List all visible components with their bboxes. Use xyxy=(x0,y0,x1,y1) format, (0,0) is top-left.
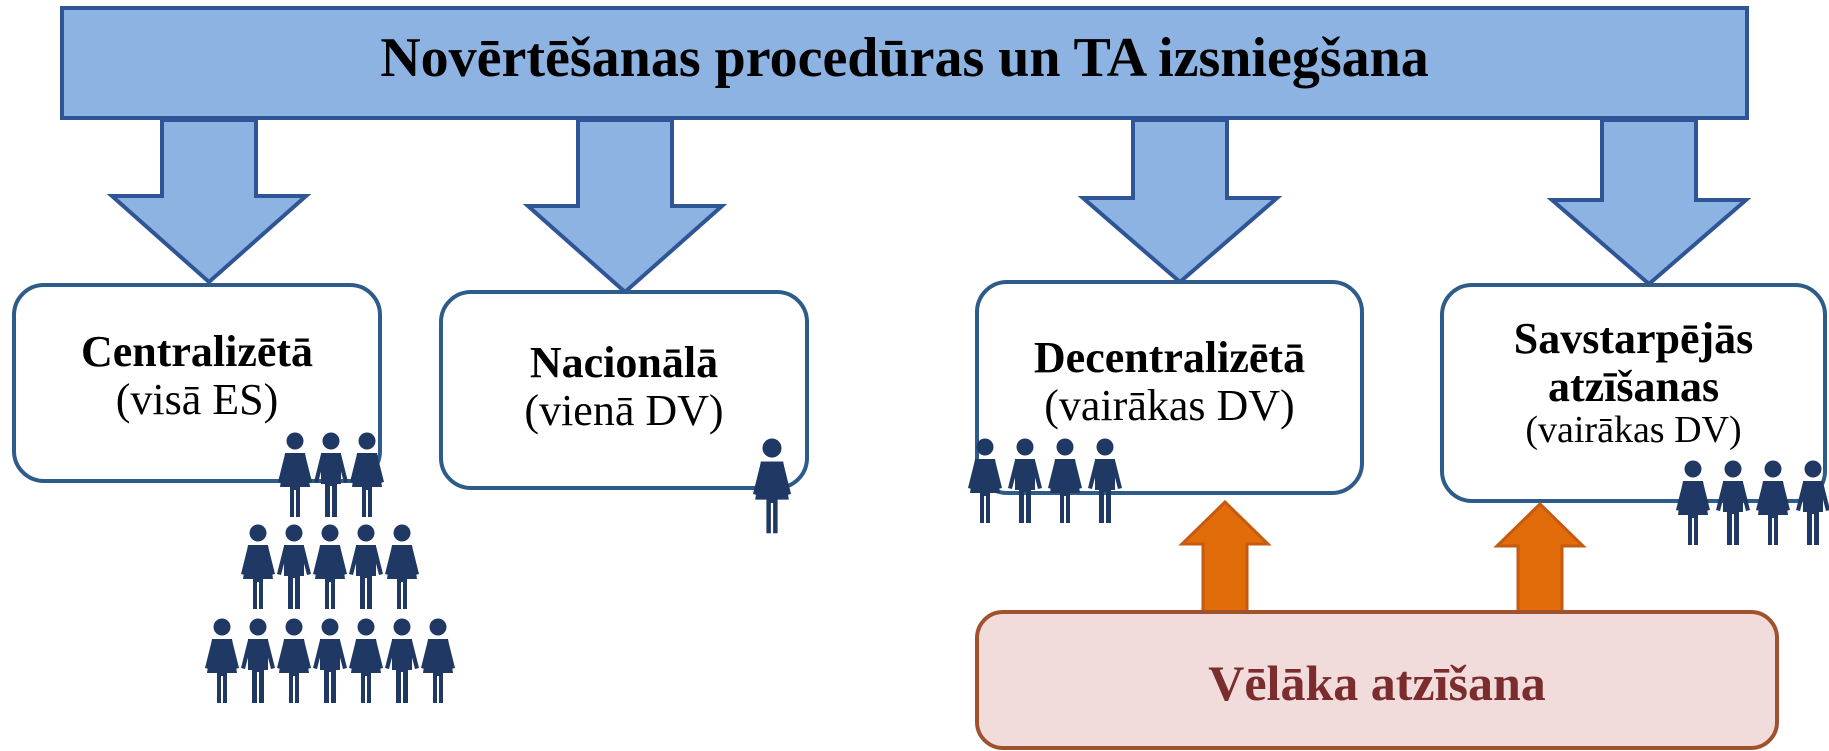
person-icon xyxy=(313,618,347,703)
box-mutual-text: Savstarpējās atzīšanas (vairākas DV) xyxy=(1442,315,1825,451)
box-national xyxy=(439,290,809,490)
up-arrow-to-mutual xyxy=(1493,501,1587,616)
person-female-icon xyxy=(1048,438,1082,523)
box-national-title: Nacionālā xyxy=(529,338,719,387)
person-female-icon xyxy=(968,438,1002,523)
person-female-icon xyxy=(349,618,383,703)
down-arrow-decentralized xyxy=(1077,118,1283,285)
person-female-icon xyxy=(1676,460,1710,545)
person-icon xyxy=(277,524,311,609)
person-icon xyxy=(1088,438,1122,523)
title-banner xyxy=(60,6,1749,120)
box-national-subtitle: (vienā DV) xyxy=(524,385,724,435)
box-centralized-text: Centralizētā (visā ES) xyxy=(14,328,380,423)
page-title: Novērtēšanas procedūras un TA izsniegšan… xyxy=(380,27,1429,89)
later-recognition-box xyxy=(975,610,1779,750)
person-female-icon xyxy=(350,432,384,517)
down-arrow-mutual xyxy=(1546,118,1752,287)
box-mutual-title-line1: Savstarpējās xyxy=(1513,314,1754,363)
person-icon xyxy=(314,432,348,517)
box-centralized-title: Centralizētā xyxy=(80,327,314,376)
person-female-icon xyxy=(313,524,347,609)
person-icon xyxy=(349,524,383,609)
person-icon xyxy=(1716,460,1750,545)
person-female-icon xyxy=(421,618,455,703)
box-national-text: Nacionālā (vienā DV) xyxy=(441,339,807,434)
person-female-icon xyxy=(205,618,239,703)
up-arrow-to-decentralized xyxy=(1178,499,1272,616)
later-recognition-label: Vēlāka atzīšana xyxy=(1208,655,1546,711)
box-centralized-subtitle: (visā ES) xyxy=(115,374,279,424)
person-icon xyxy=(1796,460,1829,545)
person-female-icon xyxy=(278,432,312,517)
person-icon xyxy=(1008,438,1042,523)
person-female-icon xyxy=(752,438,792,534)
box-decentralized-subtitle: (vairākas DV) xyxy=(1044,380,1295,430)
box-centralized xyxy=(12,283,382,483)
person-female-icon xyxy=(385,524,419,609)
box-decentralized-text: Decentralizētā (vairākas DV) xyxy=(977,334,1362,429)
down-arrow-centralized xyxy=(106,118,312,285)
down-arrow-national xyxy=(522,118,728,295)
person-female-icon xyxy=(241,524,275,609)
box-decentralized xyxy=(975,280,1364,495)
box-mutual xyxy=(1440,283,1827,503)
person-icon xyxy=(385,618,419,703)
box-mutual-subtitle: (vairākas DV) xyxy=(1525,409,1742,452)
box-decentralized-title: Decentralizētā xyxy=(1033,333,1306,382)
person-icon xyxy=(241,618,275,703)
people-icons xyxy=(205,432,1829,703)
person-female-icon xyxy=(1756,460,1790,545)
person-female-icon xyxy=(277,618,311,703)
box-mutual-title-line2: atzīšanas xyxy=(1547,361,1720,411)
